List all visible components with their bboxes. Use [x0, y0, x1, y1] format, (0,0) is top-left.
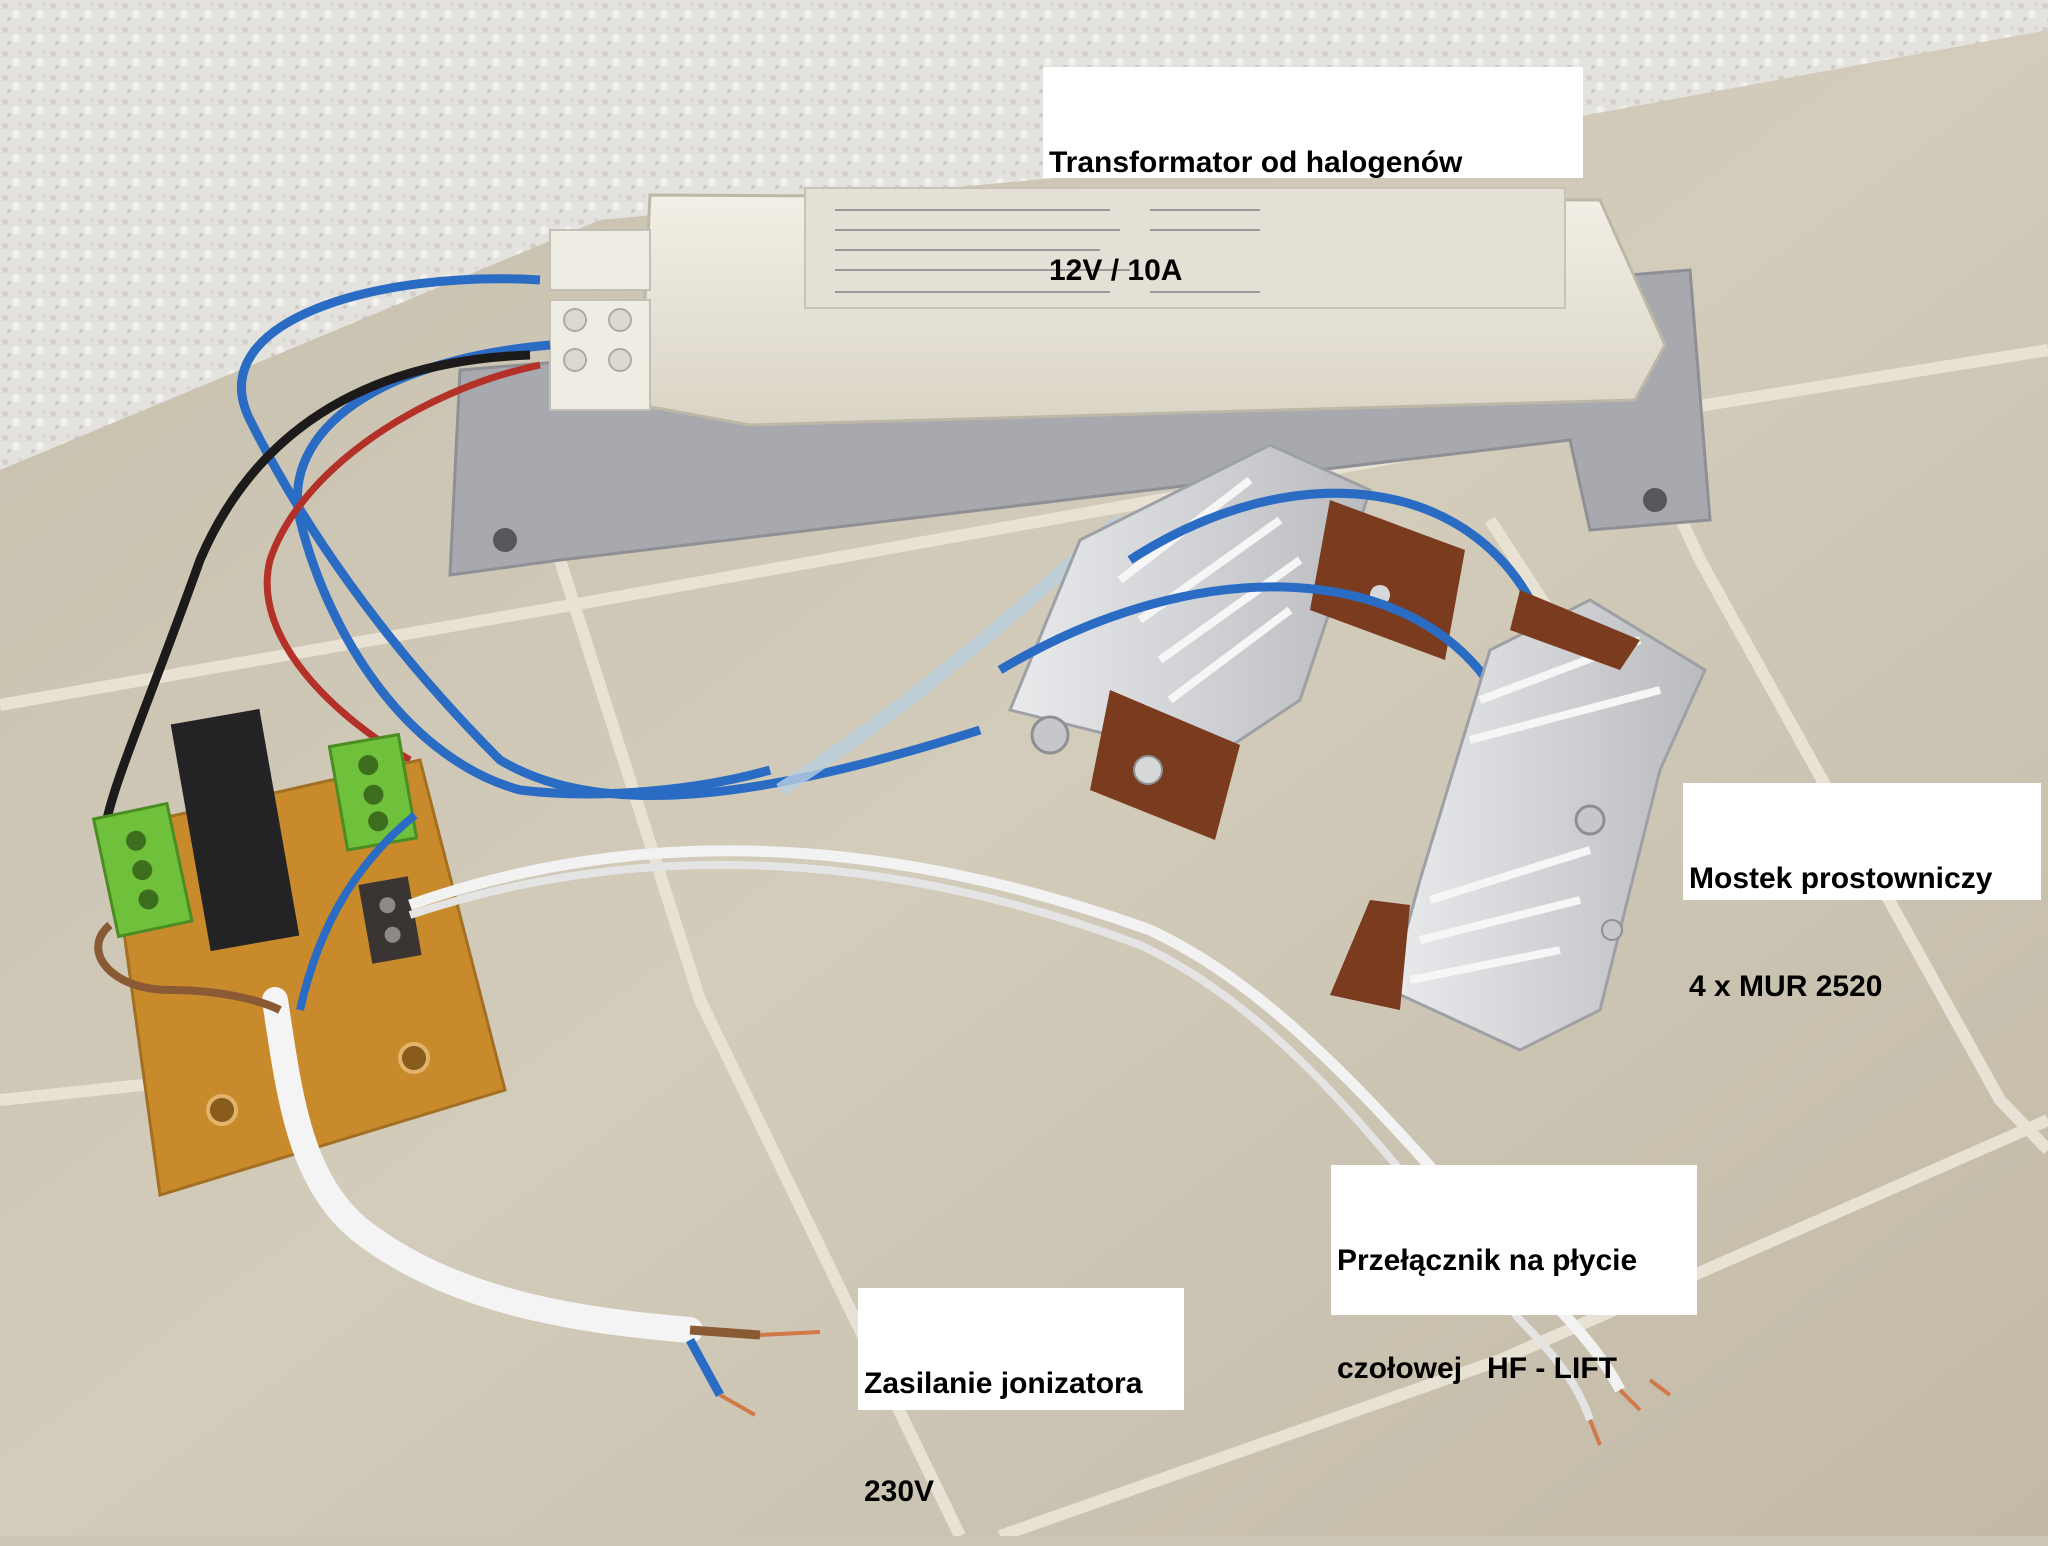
switch-copper-strands	[1588, 1378, 1672, 1446]
dark-terminal-small	[358, 876, 422, 964]
relay	[170, 708, 300, 952]
copper-tab-right-2	[1330, 900, 1410, 1010]
power-supply-caption-line2: 230V	[864, 1475, 935, 1508]
transformer-label-print	[835, 209, 1260, 293]
copper-tab-right-1	[1510, 590, 1640, 670]
transformer-caption: Transformator od halogenów 12V / 10A	[1043, 67, 1583, 287]
switch-caption-line2: czołowej HF - LIFT	[1337, 1352, 1617, 1385]
white-cable-power	[262, 987, 703, 1343]
blue-wire-to-board	[293, 340, 772, 799]
rectifier-bridge-caption-line1: Mostek prostowniczy	[1689, 862, 1993, 895]
black-wire	[100, 350, 531, 831]
rectifier-bridge-caption: Mostek prostowniczy 4 x MUR 2520	[1683, 783, 2041, 1003]
power-wire-blue-end	[686, 1337, 724, 1398]
power-copper-strands	[719, 1330, 821, 1417]
blue-wire-on-board	[296, 811, 418, 1011]
white-cable-switch-second	[408, 860, 1594, 1422]
power-supply-caption-line1: Zasilanie jonizatora	[864, 1367, 1143, 1400]
power-supply-caption: Zasilanie jonizatora 230V	[858, 1288, 1184, 1508]
power-wire-brown-end	[689, 1325, 761, 1340]
brown-wire-on-board	[94, 921, 282, 1014]
blue-wire-loop-left	[237, 274, 982, 800]
rectifier-bridge-caption-line2: 4 x MUR 2520	[1689, 970, 1883, 1003]
bracket-hole-left	[493, 528, 517, 552]
red-wire	[263, 361, 541, 764]
green-terminal-right	[327, 732, 419, 852]
bracket-hole-right	[1643, 488, 1667, 512]
pcb-hole-right	[398, 1042, 430, 1074]
transformer-caption-line1: Transformator od halogenów	[1049, 146, 1463, 179]
switch-caption-line1: Przełącznik na płycie	[1337, 1244, 1638, 1277]
switch-caption: Przełącznik na płycie czołowej HF - LIFT	[1331, 1165, 1697, 1385]
transformer-terminal-blocks	[549, 229, 651, 411]
transformer-label-plate	[804, 187, 1566, 309]
green-terminal-left	[91, 801, 194, 939]
pcb-hole-left	[206, 1094, 238, 1126]
copper-tab-center-2	[1090, 690, 1240, 840]
transformer-caption-line2: 12V / 10A	[1049, 254, 1183, 287]
